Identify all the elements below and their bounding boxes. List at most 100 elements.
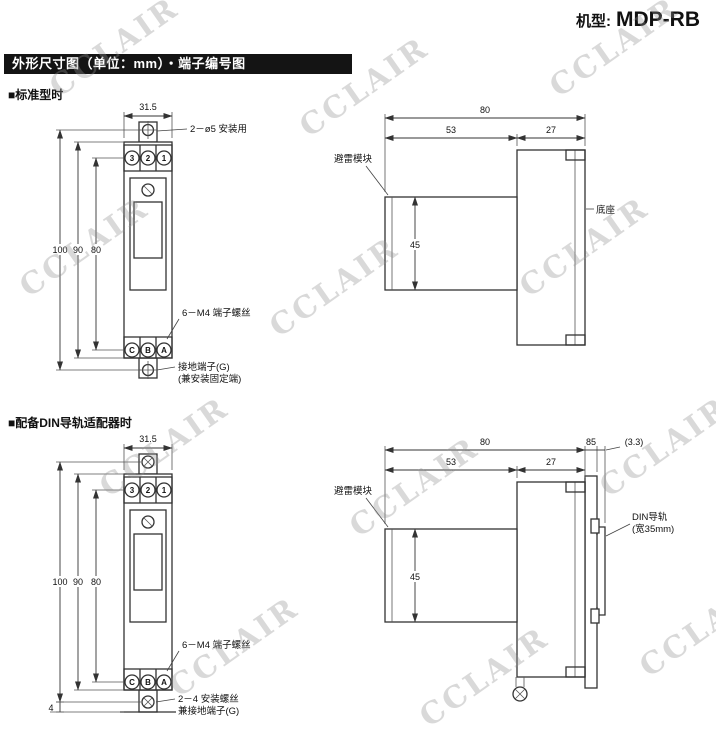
terminal-B bbox=[140, 342, 156, 358]
screw-stem bbox=[515, 677, 525, 687]
dim-label-bg bbox=[70, 244, 86, 255]
dim-85: 85 bbox=[586, 437, 596, 447]
terminal-label: A bbox=[161, 678, 167, 687]
terminal-A bbox=[156, 342, 172, 358]
base-top-detail bbox=[565, 149, 586, 161]
terminal-A bbox=[156, 674, 172, 690]
ext-lines bbox=[56, 129, 141, 371]
dimensions: 31.5 100 90 80 4 bbox=[48, 434, 173, 713]
device-body: 3 2 1 C B A bbox=[120, 453, 176, 713]
dim-width: 31.5 bbox=[139, 434, 157, 444]
terminal-label: 2 bbox=[146, 486, 151, 495]
leader-line bbox=[605, 446, 621, 451]
terminal-label: 1 bbox=[162, 154, 167, 163]
dim-width: 31.5 bbox=[139, 102, 157, 112]
terminal-1 bbox=[156, 150, 172, 166]
annotation-mount-screw-2: 兼接地端子(G) bbox=[178, 705, 239, 717]
dim-27: 27 bbox=[546, 125, 556, 135]
section-heading-standard: ■标准型时 bbox=[8, 88, 64, 102]
label-din-rail-2: (宽35mm) bbox=[632, 523, 674, 535]
din-adapter-plate bbox=[584, 475, 598, 689]
terminal-3 bbox=[124, 482, 140, 498]
module-profile bbox=[384, 196, 518, 291]
terminal-block-bottom bbox=[123, 668, 173, 691]
base-top-detail bbox=[565, 481, 586, 493]
label-window bbox=[133, 533, 163, 591]
dimensions: 80 85 (3.3) 53 27 45 bbox=[384, 437, 643, 623]
module-face bbox=[129, 177, 167, 291]
dim-label-bg bbox=[70, 576, 86, 587]
dim-80: 80 bbox=[480, 105, 490, 115]
title-bar: 外形尺寸图（单位：mm）・端子编号图 bbox=[4, 54, 352, 74]
terminal-1 bbox=[156, 482, 172, 498]
device-body: 3 2 1 C B A bbox=[123, 121, 173, 379]
annotations: 2－ø5 安装用 6－M4 端子螺丝 接地端子(G) (兼安装固定端) bbox=[156, 123, 251, 385]
device-profile bbox=[384, 149, 586, 346]
dim-label-bg bbox=[50, 244, 70, 255]
dim-27: 27 bbox=[546, 457, 556, 467]
leader-line bbox=[155, 698, 176, 703]
dim-53: 53 bbox=[446, 457, 456, 467]
model-value: MDP-RB bbox=[616, 8, 700, 31]
model-label: 机型: MDP-RB bbox=[576, 8, 700, 32]
leader-line bbox=[156, 366, 176, 371]
ext-lines bbox=[74, 473, 124, 691]
dim-label-bg bbox=[88, 244, 104, 255]
dim-80: 80 bbox=[91, 577, 101, 587]
terminal-dividers-top bbox=[139, 145, 157, 171]
dim-4: 4 bbox=[48, 703, 53, 713]
terminal-label: A bbox=[161, 346, 167, 355]
dim-label-bg bbox=[50, 576, 70, 587]
screw-cross-top bbox=[143, 457, 153, 467]
rail-hook-bottom bbox=[590, 608, 600, 624]
annotation-ground-1: 接地端子(G) bbox=[178, 361, 230, 373]
terminal-3 bbox=[124, 150, 140, 166]
leader-line bbox=[166, 650, 180, 672]
terminal-dividers-bottom bbox=[139, 669, 157, 690]
base-bottom-detail bbox=[565, 666, 586, 678]
dimensions: 80 53 27 45 bbox=[384, 105, 586, 291]
module-profile bbox=[384, 528, 518, 623]
dim-ticks bbox=[56, 701, 64, 713]
dim-90: 90 bbox=[73, 577, 83, 587]
screw-cross-bottom bbox=[143, 697, 153, 707]
dim-80: 80 bbox=[91, 245, 101, 255]
leader-line bbox=[156, 128, 188, 132]
leader-line bbox=[365, 497, 389, 528]
terminal-dividers-bottom bbox=[139, 337, 157, 358]
annotations: 避雷模块 DIN导轨 (宽35mm) bbox=[334, 485, 674, 537]
dimensions: 31.5 100 90 80 bbox=[50, 102, 173, 371]
dim-label-bg bbox=[88, 576, 104, 587]
annotation-mount-screw-1: 2－4 安装螺丝 bbox=[178, 693, 239, 705]
terminal-2 bbox=[140, 150, 156, 166]
annotations: 避雷模块 底座 bbox=[334, 153, 616, 216]
dim-90: 90 bbox=[73, 245, 83, 255]
device-outline bbox=[123, 473, 173, 691]
dim-53: 53 bbox=[446, 125, 456, 135]
leader-line bbox=[605, 523, 631, 537]
label-arrester-module: 避雷模块 bbox=[334, 153, 373, 165]
terminal-label: 2 bbox=[146, 154, 151, 163]
terminal-label: 3 bbox=[130, 486, 135, 495]
din-rail-profile bbox=[596, 526, 606, 616]
crosshair-top bbox=[139, 121, 157, 139]
terminal-label: C bbox=[129, 678, 135, 687]
side-view-din: 80 85 (3.3) 53 27 45 避雷模块 DIN导轨 (宽35mm) bbox=[334, 437, 674, 702]
front-view-standard: 3 2 1 C B A 31.5 100 90 80 bbox=[50, 102, 251, 385]
rail-hook-top bbox=[590, 518, 600, 534]
dim-45: 45 bbox=[410, 572, 420, 582]
dim-label-bg bbox=[406, 571, 424, 582]
side-view-standard: 80 53 27 45 避雷模块 底座 bbox=[334, 105, 616, 346]
dim-80: 80 bbox=[480, 437, 490, 447]
screw-cross bbox=[515, 689, 525, 699]
device-outline bbox=[123, 141, 173, 359]
model-prefix: 机型: bbox=[576, 13, 611, 30]
terminal-B bbox=[140, 674, 156, 690]
terminal-block-bottom bbox=[123, 336, 173, 359]
section-heading-din: ■配备DIN导轨适配器时 bbox=[8, 416, 132, 430]
annotation-mount-holes: 2－ø5 安装用 bbox=[190, 123, 247, 135]
terminal-label: C bbox=[129, 346, 135, 355]
base-profile bbox=[516, 481, 586, 678]
label-arrester-module: 避雷模块 bbox=[334, 485, 373, 497]
terminal-label: 1 bbox=[162, 486, 167, 495]
